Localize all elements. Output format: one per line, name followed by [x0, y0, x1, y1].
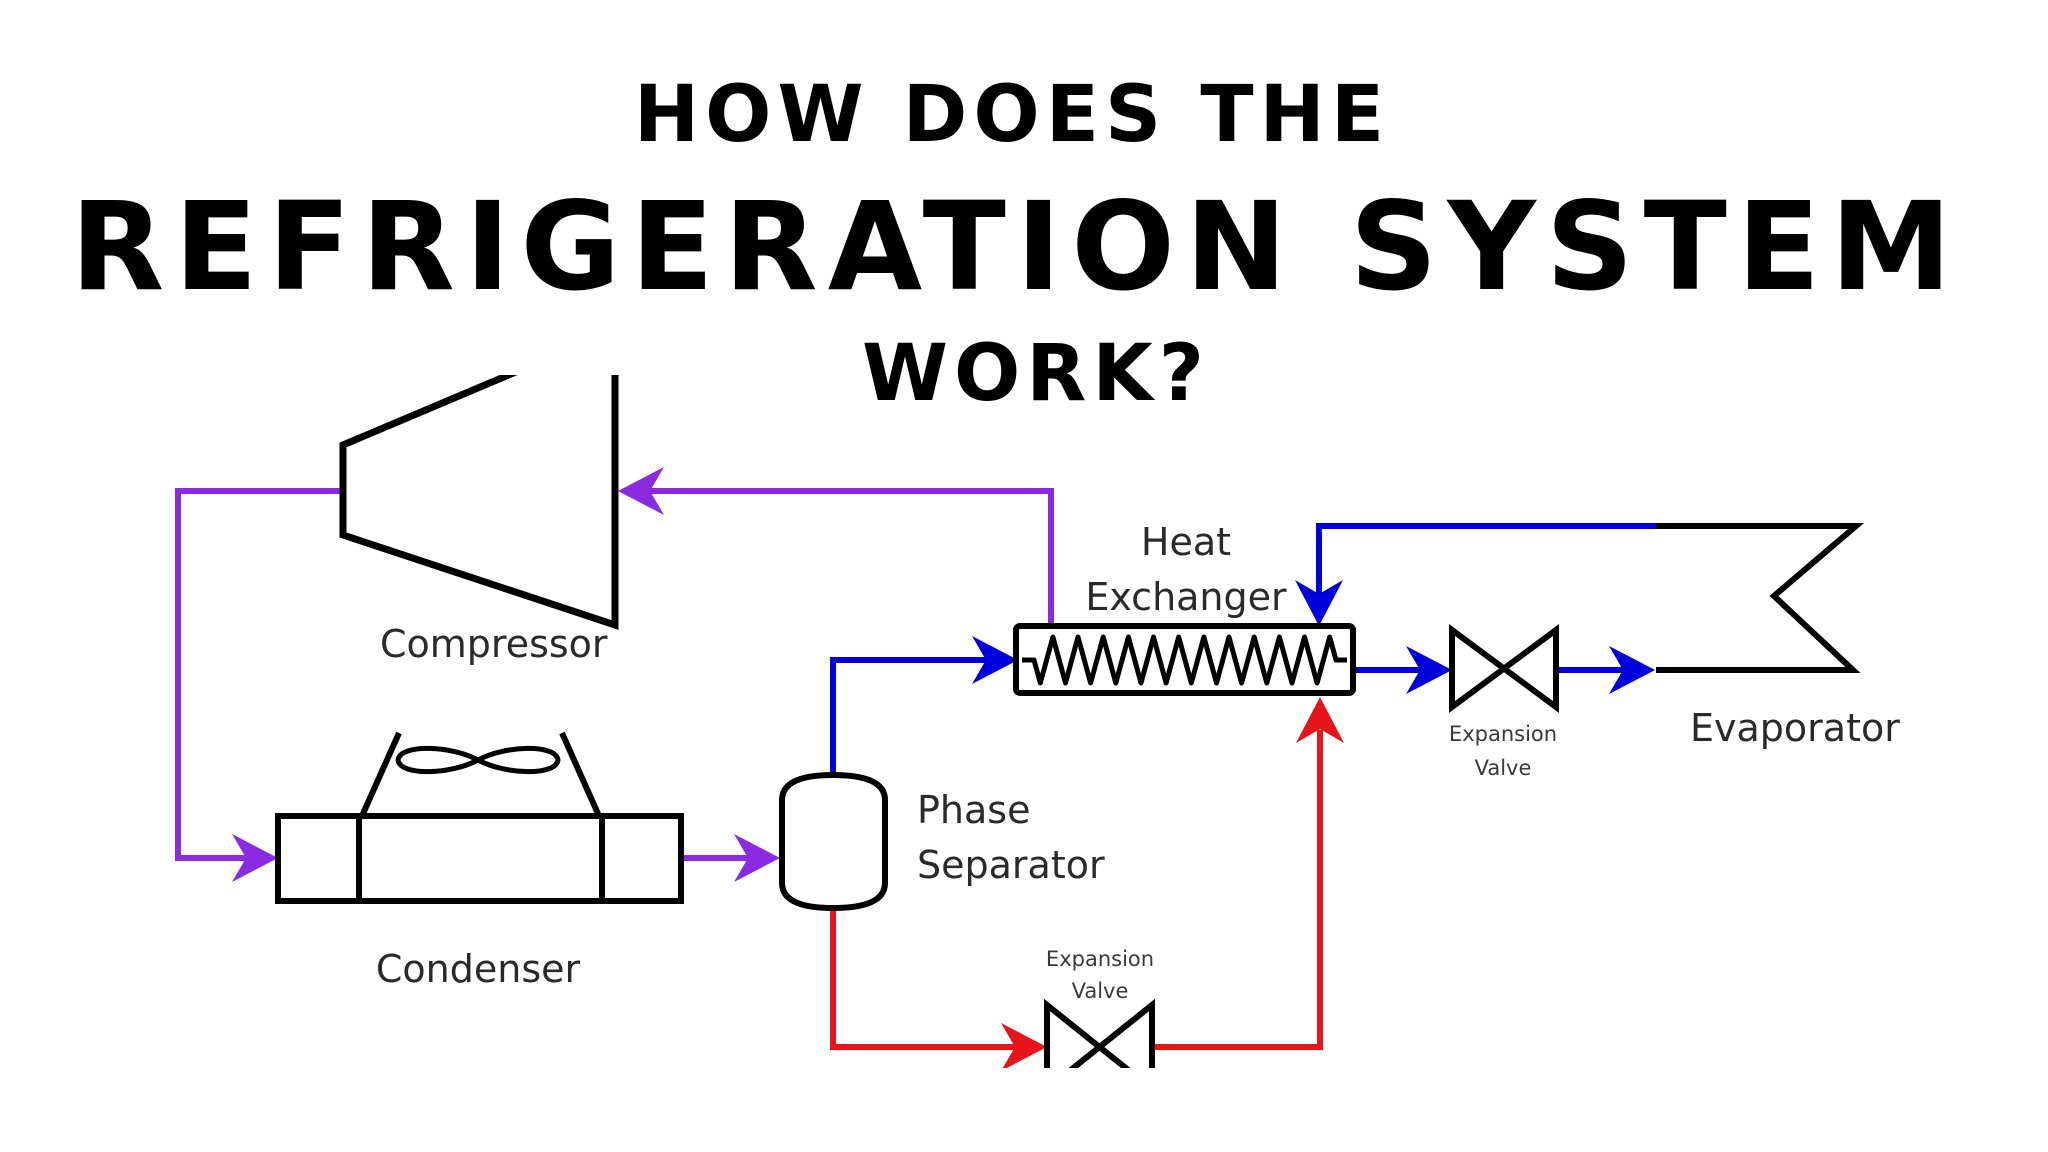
heat-exchanger-coil	[1022, 634, 1347, 686]
condenser	[275, 731, 684, 904]
blue-pipes	[830, 523, 1656, 775]
pipe-evaporator-to-hx	[1316, 523, 1656, 600]
phase-separator-label-line2: Separator	[917, 843, 1105, 887]
phase-separator-vessel	[779, 771, 888, 912]
purple-pipes	[175, 488, 1054, 861]
heat-exchanger-label-line1: Heat	[1141, 520, 1231, 564]
arrow-into-separator	[734, 834, 780, 882]
title-line-1: HOW DOES THE	[633, 70, 1391, 160]
pipe-separator-to-hx	[830, 657, 990, 775]
title-line-3: WORK?	[861, 329, 1211, 419]
compressor-shape	[339, 375, 619, 630]
evaporator-label: Evaporator	[1690, 706, 1900, 750]
upper-valve-label-line2: Valve	[1475, 756, 1532, 780]
lower-expansion-valve	[1044, 998, 1155, 1068]
blue-arrows	[972, 580, 1655, 694]
pipe-hx-to-compressor	[650, 488, 1054, 626]
fan-guard-right	[559, 731, 602, 818]
arrow-into-upper-valve	[1406, 646, 1452, 694]
arrow-into-compressor	[618, 467, 664, 515]
pipe-lower-valve-to-hx	[1152, 730, 1323, 1050]
condenser-box	[275, 813, 684, 904]
arrow-into-hx	[972, 636, 1018, 684]
red-arrows	[1001, 697, 1344, 1068]
arrow-into-lower-valve	[1001, 1023, 1047, 1068]
arrow-down-into-hx	[1295, 580, 1343, 626]
arrow-into-condenser	[232, 834, 278, 882]
red-pipes	[830, 730, 1323, 1050]
heat-exchanger-box	[1013, 623, 1356, 696]
fan-guard-left	[359, 731, 402, 818]
pipe-compressor-to-condenser	[175, 488, 343, 861]
arrow-into-evaporator	[1609, 646, 1655, 694]
heat-exchanger	[1013, 623, 1356, 696]
upper-valve-label-line1: Expansion	[1449, 722, 1557, 746]
heat-exchanger-label-line2: Exchanger	[1085, 575, 1287, 619]
pipe-separator-to-lower-valve	[830, 908, 1015, 1050]
upper-expansion-valve	[1449, 624, 1559, 713]
evaporator-coil	[1656, 523, 1865, 673]
fan-icon	[395, 745, 561, 775]
purple-arrows	[232, 467, 780, 882]
compressor-label: Compressor	[380, 622, 608, 666]
title-line-2: REFRIGERATION SYSTEM	[70, 176, 1962, 318]
arrow-up-into-hx	[1296, 697, 1344, 743]
lower-valve-label-line1: Expansion	[1046, 947, 1154, 971]
lower-valve-label-line2: Valve	[1072, 979, 1129, 1003]
condenser-label: Condenser	[376, 947, 581, 991]
phase-separator-label-line1: Phase	[917, 788, 1030, 832]
